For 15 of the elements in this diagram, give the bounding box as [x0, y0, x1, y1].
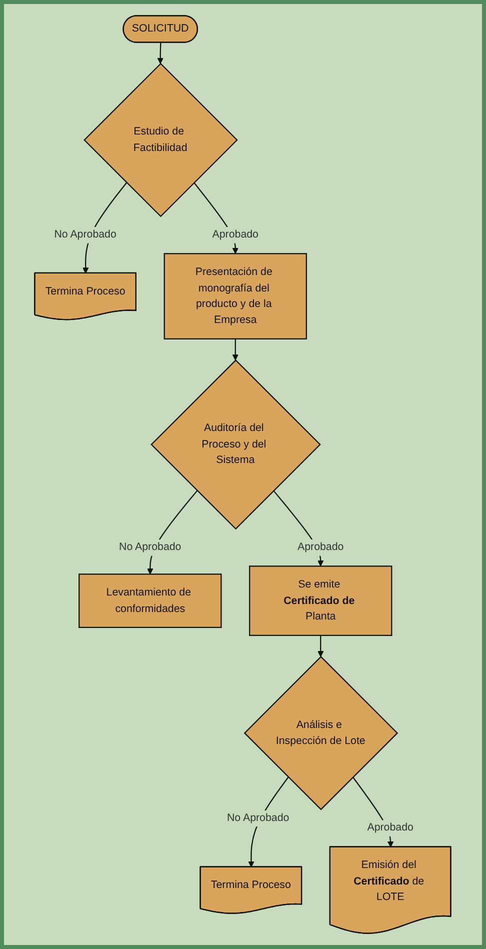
node-diamond: Análisis e Inspección de Lote	[244, 656, 398, 810]
edge-label: No Aprobado	[227, 812, 290, 824]
node-box: Se emite Certificado de Planta	[249, 566, 393, 636]
node-box: Presentación de monografía del producto y de la Empresa	[164, 253, 308, 340]
arrow	[232, 338, 239, 360]
node-diamond: Auditoría del Proceso y del Sistema	[150, 359, 322, 530]
edge-label: No Aprobado	[54, 228, 117, 241]
edge-label: Aprobado	[212, 228, 259, 241]
edge-label: Aprobado	[298, 540, 344, 554]
edge-label: No Aprobado	[119, 540, 182, 554]
node-box: Levantamiento de conformidades	[78, 574, 222, 628]
arrow	[318, 635, 324, 658]
node-diamond: Estudio de Factibilidad	[84, 62, 238, 218]
arrow	[158, 42, 164, 64]
edge-label: Aprobado	[368, 822, 414, 834]
